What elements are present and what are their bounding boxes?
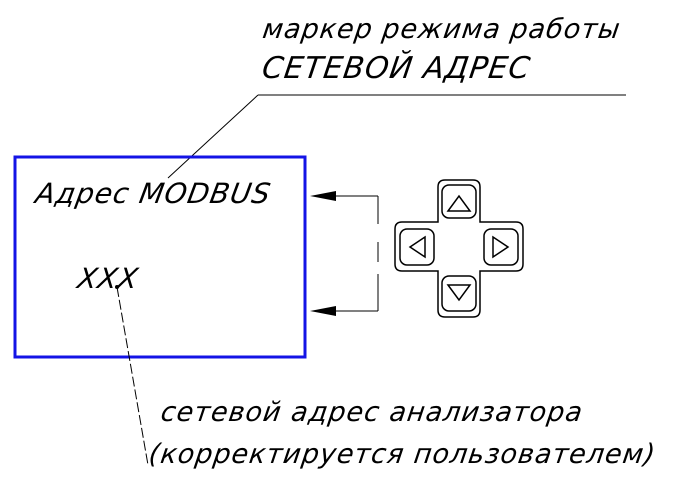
mode-marker-caption-line2: СЕТЕВОЙ АДРЕС xyxy=(260,50,533,86)
up-button[interactable] xyxy=(441,184,477,219)
leader-dot xyxy=(115,285,119,289)
left-button[interactable] xyxy=(399,228,435,266)
arrow-head-top xyxy=(310,191,336,201)
network-address-caption-line2: (корректируется пользователем) xyxy=(147,439,658,470)
screen-title-text: Адрес MODBUS xyxy=(31,177,274,210)
mode-marker-caption-line1: маркер режима работы xyxy=(261,14,623,45)
right-button[interactable] xyxy=(483,228,519,266)
arrow-head-bottom xyxy=(310,306,336,316)
display-screen xyxy=(13,155,307,359)
screen-value-text: XXX xyxy=(73,262,141,295)
network-address-leader-line xyxy=(116,286,149,466)
navigation-keypad xyxy=(394,179,524,318)
triangle-down-icon xyxy=(446,284,472,302)
triangle-right-icon xyxy=(492,235,510,259)
mode-marker-leader-line xyxy=(167,94,259,179)
network-address-caption-line1: сетевой адрес анализатора xyxy=(159,397,585,428)
down-button[interactable] xyxy=(441,275,477,312)
triangle-up-icon xyxy=(446,194,472,212)
triangle-left-icon xyxy=(408,235,426,259)
